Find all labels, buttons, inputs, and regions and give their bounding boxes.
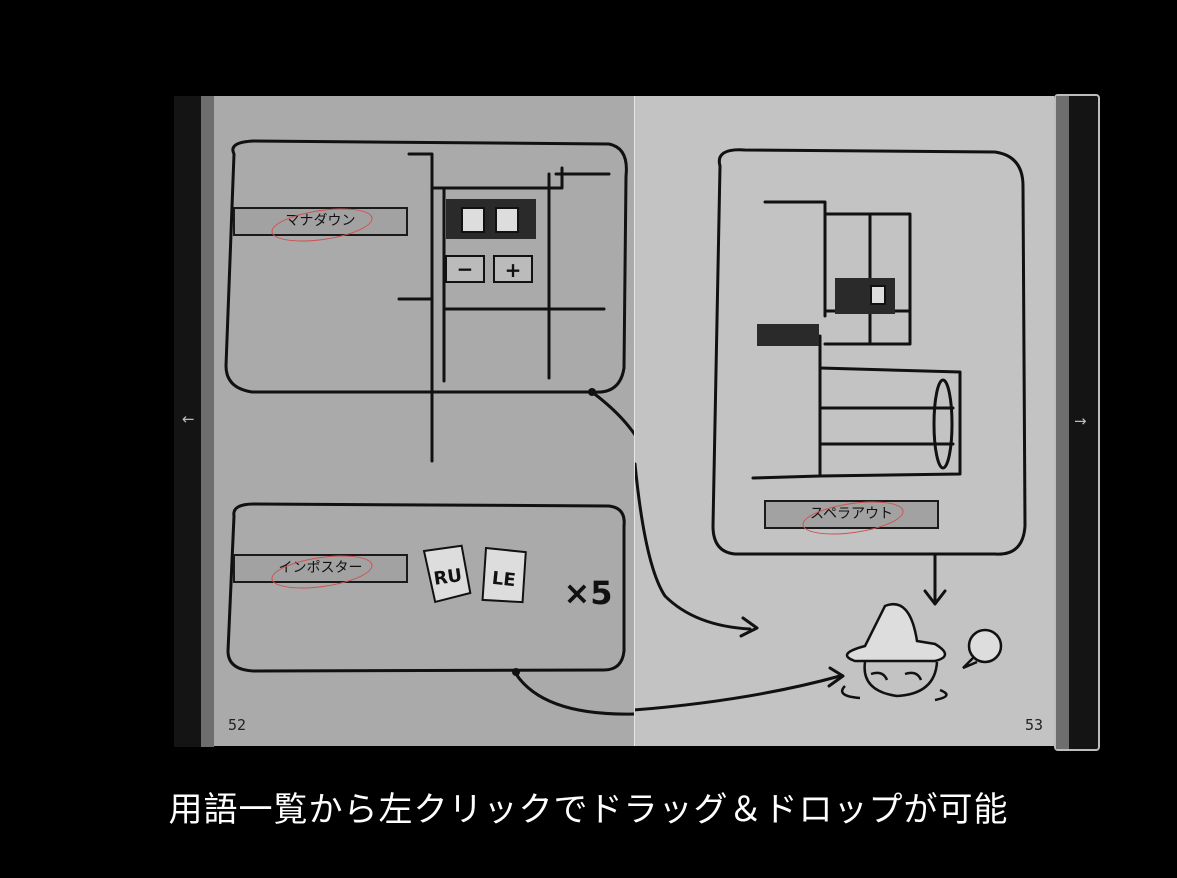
shelf-line-5 [753,336,820,478]
arrow-line-left-bottom [516,674,634,714]
multiplier-text: ×5 [563,574,612,612]
card-le-label: LE [491,568,517,591]
single-die [871,286,885,304]
card-ru-label: RU [432,565,463,590]
shelf-line-1 [765,202,825,316]
die-left [462,208,484,232]
manual-book: ← − + [174,96,1098,747]
page-number-left: 52 [228,716,246,734]
term-imposter[interactable]: インポスター [233,554,408,583]
right-edge-strip [1056,96,1069,749]
instruction-caption: 用語一覧から左クリックでドラッグ＆ドロップが可能 [0,782,1177,831]
left-page-sketch: − + RU LE ×5 [214,96,634,746]
page-right: スペラアウト 53 [635,96,1054,746]
spellout-frame [713,150,1025,554]
minus-sign: − [457,257,474,281]
prev-page-arrow-icon[interactable]: ← [182,410,195,428]
page-left: − + RU LE ×5 マナダウン インポスター 52 [214,96,634,746]
wizard-character [842,604,1001,700]
right-page-edge: → [1054,94,1100,751]
term-spellout[interactable]: スペラアウト [764,500,939,529]
left-edge-strip [201,96,214,747]
arrow-from-left-top [635,464,750,629]
wall-line-1 [409,154,432,461]
right-page-sketch [635,96,1054,746]
connector-dot-1 [588,388,596,396]
page-number-right: 53 [1025,716,1043,734]
desk-block [757,324,819,346]
pillow [934,380,952,468]
arrow-line-left-top [592,392,634,441]
term-imposter-label: インポスター [279,560,363,576]
next-page-arrow-icon[interactable]: → [1074,412,1087,430]
left-page-edge: ← [174,96,214,747]
plus-sign: + [505,258,522,282]
arrow-head-right-1 [741,618,757,636]
term-spellout-label: スペラアウト [810,506,893,522]
manadown-frame [226,141,626,392]
dice-panel [446,199,536,239]
connector-dot-2 [512,668,520,676]
term-manadown-label: マナダウン [286,213,356,229]
arrow-from-left-bottom [635,676,840,716]
die-right [496,208,518,232]
term-manadown[interactable]: マナダウン [233,207,408,236]
wall-line-2 [432,168,562,188]
